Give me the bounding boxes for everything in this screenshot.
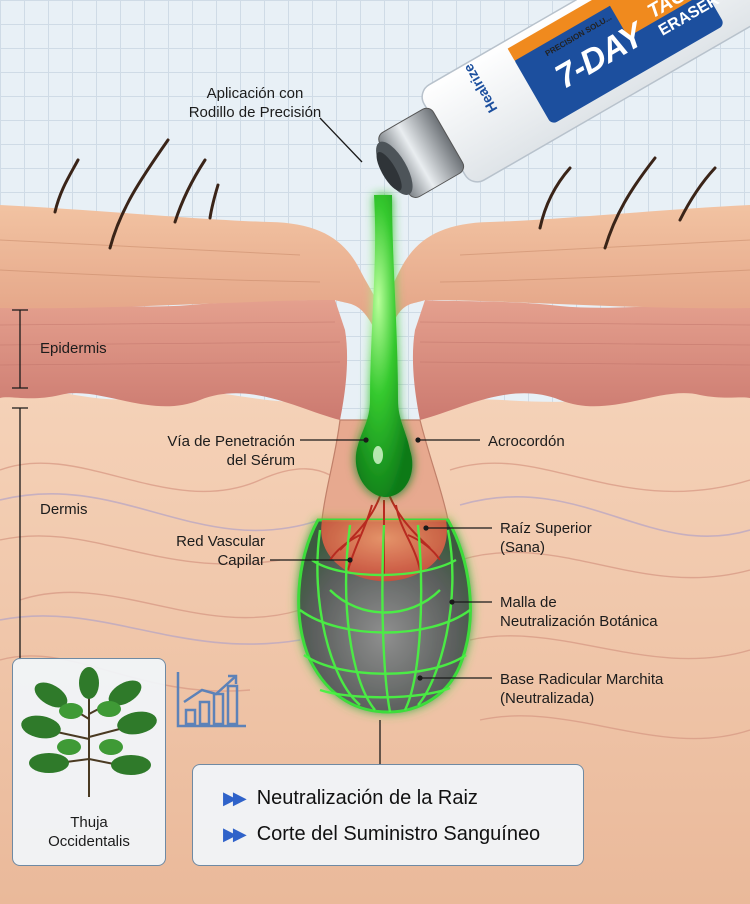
label-applicator: Aplicación con Rodillo de Precisión	[188, 85, 322, 121]
leader-applicator	[319, 117, 363, 163]
roller-bottle	[376, 0, 750, 198]
bar-chart-icon	[176, 672, 246, 728]
label-vascular: Red Vascular Capilar	[176, 533, 265, 569]
serum-drop	[355, 195, 413, 498]
plant-name: Thuja Occidentalis	[48, 814, 130, 850]
epidermis-bracket	[12, 309, 28, 389]
botanical-mesh	[299, 524, 471, 713]
epidermis-layer	[0, 300, 348, 420]
double-arrow-icon: ▶▶	[223, 788, 247, 808]
label-dermis: Dermis	[40, 501, 88, 518]
double-arrow-icon: ▶▶	[223, 824, 247, 844]
thuja-plant-illustration	[21, 667, 157, 797]
label-base: Base Radicular Marchita (Neutralizada)	[500, 671, 664, 707]
plant-card: Thuja Occidentalis	[12, 658, 166, 866]
benefit-item: ▶▶ Corte del Suministro Sanguíneo	[223, 823, 540, 846]
benefits-panel: ▶▶ Neutralización de la Raiz ▶▶ Corte de…	[192, 764, 584, 866]
hair-strands	[53, 138, 717, 250]
benefit-text: Corte del Suministro Sanguíneo	[256, 823, 541, 845]
skin-surface	[0, 205, 385, 330]
label-serum-path: Vía de Penetración del Sérum	[167, 433, 295, 469]
label-mesh: Malla de Neutralización Botánica	[500, 594, 658, 630]
label-acrocordon: Acrocordón	[488, 433, 565, 450]
label-root-top: Raíz Superior (Sana)	[500, 520, 592, 556]
benefit-item: ▶▶ Neutralización de la Raiz	[223, 787, 478, 810]
dermis-bracket	[12, 407, 28, 660]
label-epidermis: Epidermis	[40, 340, 107, 357]
benefit-text: Neutralización de la Raiz	[256, 787, 478, 809]
